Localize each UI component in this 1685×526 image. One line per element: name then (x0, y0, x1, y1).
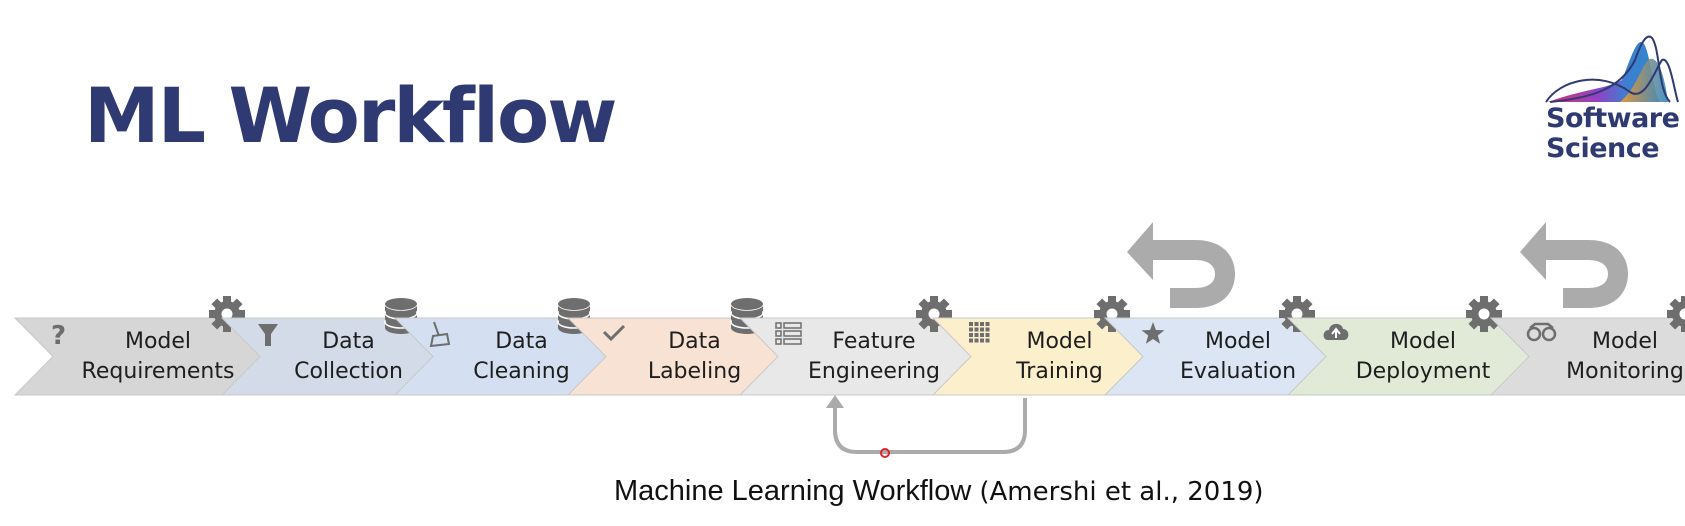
stage-label-line-1: Model (125, 329, 191, 354)
stage-label-line-1: Feature (832, 329, 915, 354)
stage-label-line-1: Data (322, 329, 375, 354)
grid-icon (969, 322, 990, 343)
logo-line-2: Science (1546, 133, 1660, 164)
stage-label-line-2: Collection (294, 359, 403, 384)
figure-caption: Machine Learning Workflow (Amershi et al… (614, 475, 1264, 508)
stage-label-line-1: Model (1390, 329, 1456, 354)
stage-label-line-2: Requirements (82, 359, 235, 384)
stage-label-line-2: Labeling (648, 359, 741, 384)
star-icon (1141, 322, 1165, 344)
gear-icon (1667, 296, 1685, 332)
software-science-logo (1545, 35, 1679, 103)
question-icon: ? (51, 321, 66, 351)
binoculars-icon (1526, 322, 1557, 342)
stage-label-line-2: Training (1015, 359, 1103, 384)
stage-label-line-2: Deployment (1356, 359, 1491, 384)
stage-label-line-2: Engineering (808, 359, 940, 384)
stage-label-line-1: Model (1592, 329, 1658, 354)
stage-label-line-2: Cleaning (473, 359, 569, 384)
page-title: ML Workflow (84, 71, 617, 160)
stage-label-line-2: Monitoring (1566, 359, 1684, 384)
gear-icon (1466, 296, 1502, 332)
stage-label-line-1: Model (1205, 329, 1271, 354)
stage-label-line-1: Data (495, 329, 548, 354)
logo-line-1: Software (1546, 103, 1680, 134)
u-turn-arrow-icon (1127, 222, 1235, 308)
stage-label-line-1: Data (668, 329, 721, 354)
stage-label-line-2: Evaluation (1180, 359, 1296, 384)
list-icon (775, 322, 802, 345)
funnel-icon (258, 324, 278, 346)
caption-citation: (Amershi et al., 2019) (979, 477, 1264, 507)
logo-text: Software Science (1546, 103, 1680, 164)
caption-main: Machine Learning Workflow (614, 475, 980, 507)
u-turn-arrow-icon (1520, 222, 1628, 308)
stage-label-line-1: Model (1026, 329, 1092, 354)
cursor-indicator (880, 448, 890, 458)
loop-arrow-icon (826, 395, 1027, 454)
checkmark-icon (602, 324, 626, 342)
broom-icon (429, 321, 451, 348)
cloud-upload-icon (1323, 323, 1349, 340)
svg-text:?: ? (51, 321, 66, 351)
